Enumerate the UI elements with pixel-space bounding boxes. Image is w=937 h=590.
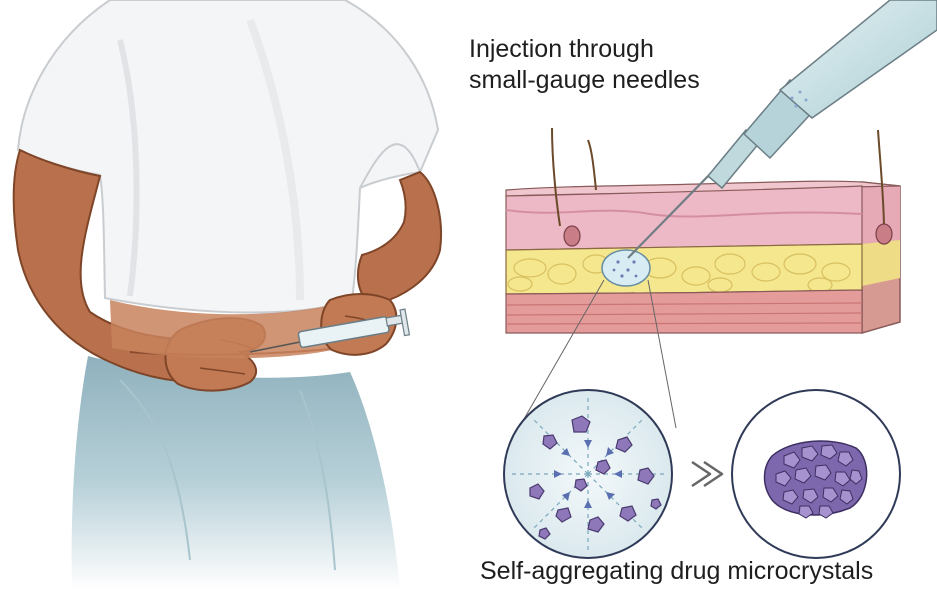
double-chevron-right-icon — [691, 460, 724, 488]
dispersed-crystals-circle — [503, 389, 673, 559]
syringe-icon — [627, 0, 937, 259]
pants — [71, 356, 400, 590]
shirt — [16, 0, 440, 314]
aggregated-crystals-circle — [731, 389, 901, 559]
hair-follicles — [551, 127, 885, 231]
injection-label: Injection through small-gauge needles — [469, 34, 700, 96]
crystals — [529, 415, 662, 540]
zoom-guides — [519, 279, 677, 429]
injection-depot — [601, 249, 651, 287]
crystal-cluster — [763, 440, 868, 519]
inward-arrows — [554, 440, 622, 508]
hand-syringe-icon — [249, 308, 411, 353]
injection-label-line1: Injection through — [469, 35, 654, 63]
microcrystals-label: Self-aggregating drug microcrystals — [480, 557, 874, 585]
muscle-layer — [505, 289, 863, 334]
right-arm — [356, 170, 442, 307]
injection-label-line2: small-gauge needles — [469, 66, 700, 94]
person-figure — [12, 0, 442, 590]
skin-cross-section — [505, 127, 901, 334]
